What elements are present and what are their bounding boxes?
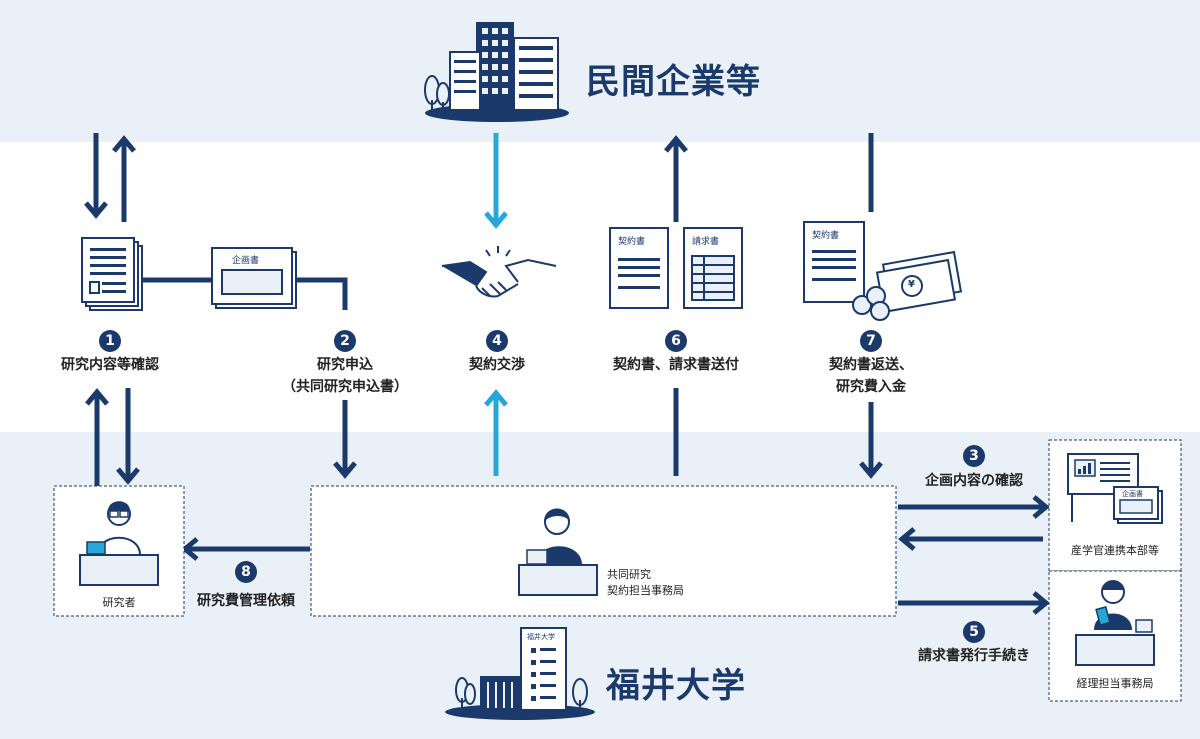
company-band	[0, 0, 1200, 142]
step-8-number: 8	[235, 561, 257, 583]
industry-office-label: 産学官連携本部等	[1071, 544, 1159, 557]
yen-mark: ¥	[908, 279, 915, 290]
document-stack-icon	[81, 237, 143, 311]
university-building-icon	[445, 627, 595, 720]
step7-arrows	[859, 133, 883, 479]
step-2-number: 2	[334, 330, 356, 352]
step-4-number: 4	[486, 330, 508, 352]
industry-proposal-title: 企画書	[1122, 490, 1143, 498]
accounting-office-label: 経理担当事務局	[1076, 677, 1154, 690]
contract-money-icon	[803, 221, 963, 321]
joint-office-label-2: 契約担当事務局	[607, 584, 684, 597]
step-2-label: 研究申込	[317, 357, 373, 373]
proposal-doc-title: 企画書	[232, 256, 260, 266]
step-7-label: 契約書返送、	[829, 357, 913, 373]
step1-arrows-top	[84, 133, 136, 222]
step-1-number: 1	[99, 330, 121, 352]
step-6-number: 6	[665, 330, 687, 352]
step-2-sublabel: （共同研究申込書）	[282, 379, 408, 395]
proposal-document-icon	[211, 247, 297, 309]
step4-arrows	[484, 133, 508, 476]
step-1-label: 研究内容等確認	[61, 357, 159, 373]
step-3-label: 企画内容の確認	[925, 473, 1023, 489]
side-arrows	[898, 495, 1050, 615]
accounting-staff-icon	[1075, 580, 1155, 666]
step-4-label: 契約交渉	[469, 357, 525, 373]
step-8-label: 研究費管理依頼	[197, 593, 295, 609]
company-building-icon	[424, 22, 569, 122]
company-title: 民間企業等	[586, 62, 761, 102]
step-6-label: 契約書、請求書送付	[613, 357, 739, 373]
step-7-sublabel: 研究費入金	[836, 379, 906, 395]
step-7-number: 7	[860, 330, 882, 352]
joint-office-box	[310, 485, 897, 617]
university-title: 福井大学	[606, 666, 746, 706]
joint-office-label-1: 共同研究	[607, 568, 651, 581]
invoice-doc-title: 請求書	[692, 237, 720, 247]
step6-arrows	[664, 135, 688, 476]
invoice-document-icon	[683, 227, 743, 309]
researcher-person-icon	[79, 501, 159, 586]
step-5-label: 請求書発行手続き	[918, 648, 1030, 664]
researcher-label: 研究者	[102, 596, 136, 609]
step-3-number: 3	[963, 445, 985, 467]
contract-document-icon	[609, 227, 669, 309]
step1-arrows-bottom	[85, 388, 140, 486]
industry-proposal-icon	[1113, 486, 1163, 524]
contract2-doc-title: 契約書	[812, 231, 840, 241]
step-5-number: 5	[963, 621, 985, 643]
step2-connector	[142, 277, 357, 479]
university-sign: 福井大学	[527, 633, 555, 641]
joint-office-staff-icon	[518, 508, 598, 596]
step8-arrow	[181, 537, 310, 561]
handshake-icon	[441, 246, 557, 298]
contract-doc-title: 契約書	[618, 237, 646, 247]
